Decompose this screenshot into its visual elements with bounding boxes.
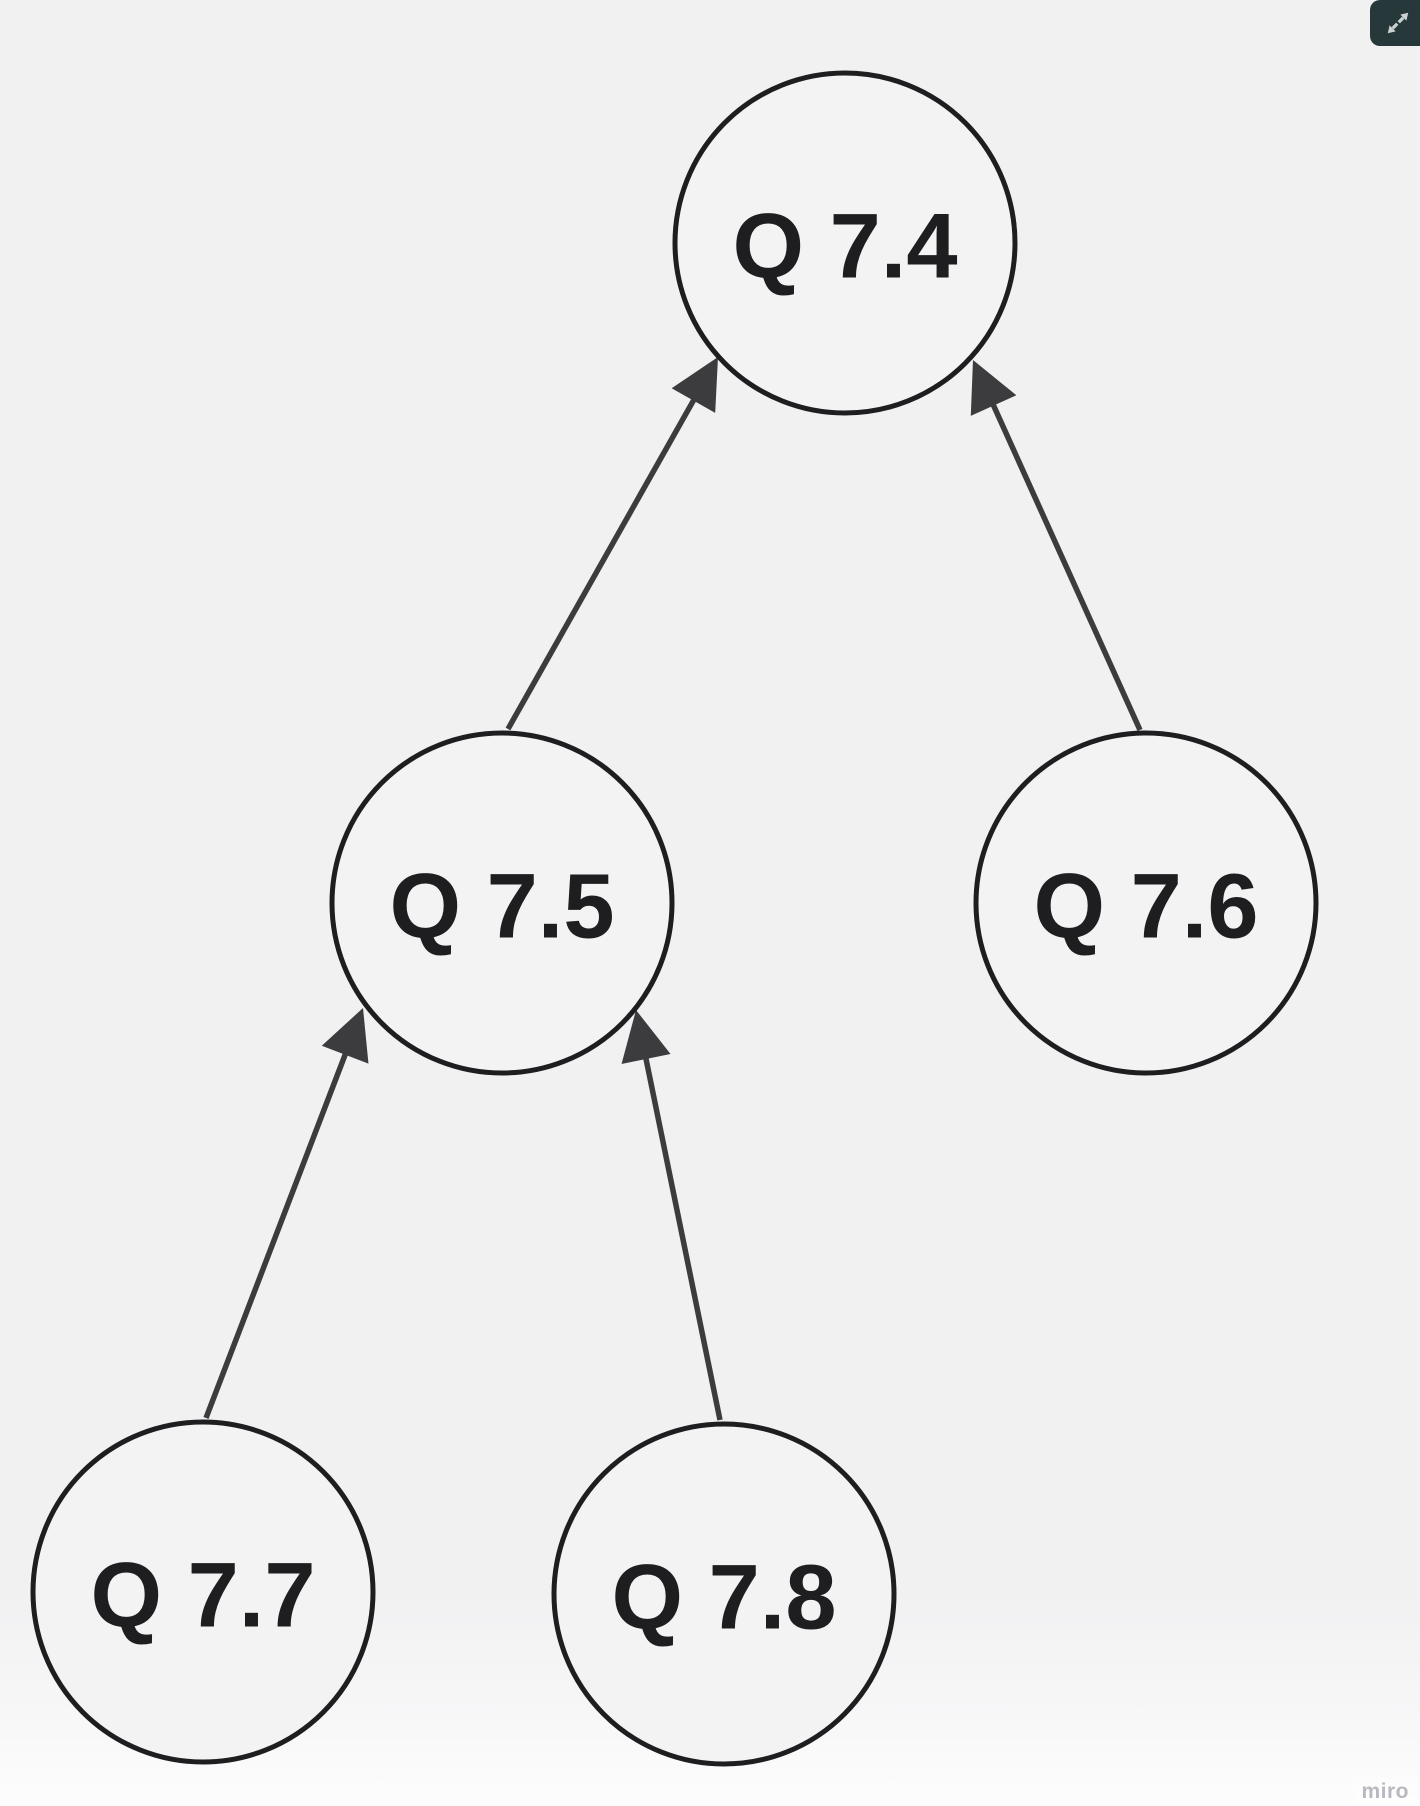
arrowhead <box>321 1008 369 1064</box>
expand-diagonal-icon <box>1387 12 1409 34</box>
node-q75[interactable]: Q 7.5 <box>329 730 675 1076</box>
edge-q77-q75[interactable] <box>203 1008 369 1419</box>
node-q76-label: Q 7.6 <box>1033 856 1258 958</box>
expand-button[interactable] <box>1370 0 1420 46</box>
arrowhead <box>621 1010 671 1065</box>
connector-line <box>505 395 698 731</box>
node-q74[interactable]: Q 7.4 <box>672 70 1018 416</box>
edge-q75-q74[interactable] <box>505 357 718 731</box>
connector-line <box>203 1049 350 1419</box>
node-q75-circle[interactable] <box>329 730 675 1076</box>
node-q76[interactable]: Q 7.6 <box>973 730 1319 1076</box>
node-q77[interactable]: Q 7.7 <box>30 1419 376 1765</box>
node-q78[interactable]: Q 7.8 <box>551 1421 897 1767</box>
node-q74-label: Q 7.4 <box>732 196 957 298</box>
node-q77-circle[interactable] <box>30 1419 376 1765</box>
connector-line <box>642 1054 723 1421</box>
node-q77-label: Q 7.7 <box>90 1545 315 1647</box>
arrowhead <box>671 357 718 413</box>
node-q74-circle[interactable] <box>672 70 1018 416</box>
connector-line <box>989 400 1143 732</box>
edge-q78-q75[interactable] <box>621 1010 723 1421</box>
node-q78-label: Q 7.8 <box>611 1547 836 1649</box>
miro-watermark: miro <box>1355 1778 1415 1805</box>
node-q78-circle[interactable] <box>551 1421 897 1767</box>
node-q75-label: Q 7.5 <box>389 856 614 958</box>
arrowhead <box>970 360 1017 416</box>
node-q76-circle[interactable] <box>973 730 1319 1076</box>
edge-q76-q74[interactable] <box>970 360 1143 732</box>
